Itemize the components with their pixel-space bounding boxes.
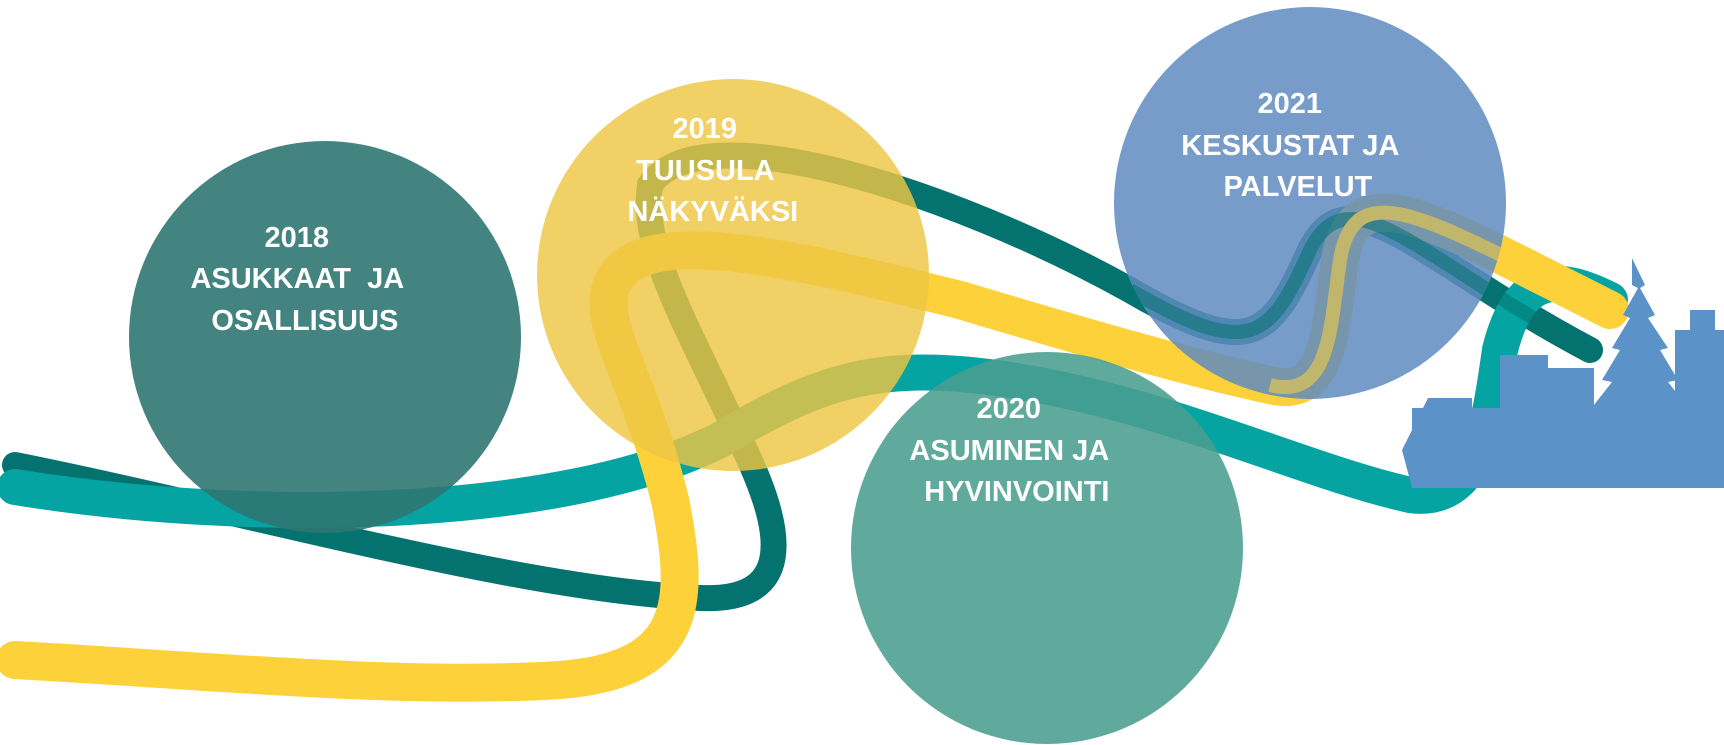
bubble-2020-line-2: ASUMINEN JA [909,435,1109,467]
bubble-2021-line-3: PALVELUT [1223,171,1372,203]
bubble-2018: 2018 ASUKKAAT JA OSALLISUUS [0,0,521,533]
bubble-2019-line-3: NÄKYVÄKSI [627,195,798,228]
bubble-2020-circle [851,352,1243,744]
svg-text:2019 TUUSULA NÄKYV: 2019 TUUSULA NÄKYVÄKSI [0,0,839,228]
bubble-2019-circle [537,79,929,471]
bubble-2018-line-3: OSALLISUUS [211,305,398,337]
bubble-2021-line-2: KESKUSTAT JA [1181,130,1399,162]
svg-text:2021 KESKUSTAT JA: 2021 KESKUSTAT JA PALVELUT [0,0,1455,203]
ribbon-overlay-yellow [1268,205,1614,394]
bubble-2019-line-1: 2019 [673,113,738,145]
spruce-tree-icon [1590,258,1690,410]
bubble-2020: 2020 ASUMINEN JA HYVINVOINTI [0,0,1243,744]
bubble-2019: 2019 TUUSULA NÄKYVÄKSI [0,0,929,471]
town-silhouette-icon [1402,258,1724,488]
bubble-2021-circle [1114,7,1506,399]
bubble-2018-circle [129,141,521,533]
house-icon [1402,398,1472,488]
bubble-2021-line-1: 2021 [1258,88,1323,120]
bubble-2019-line-2: TUUSULA [636,155,775,187]
svg-text:2018 ASUKKAAT JA: 2018 ASUKKAAT JA OSALLISUUS [0,0,460,337]
bubble-2020-line-3: HYVINVOINTI [924,476,1109,508]
ribbon-overlay [1126,205,1614,394]
ribbon-overlay-dark-teal [1126,212,1594,357]
svg-text:2020 ASUMINEN JA H: 2020 ASUMINEN JA HYVINVOINTI [0,0,1165,508]
bubble-2018-line-1: 2018 [265,222,330,254]
bubble-2020-line-1: 2020 [977,393,1042,425]
bubble-2021: 2021 KESKUSTAT JA PALVELUT [0,0,1506,399]
bubble-2018-line-2: ASUKKAAT JA [190,263,404,295]
